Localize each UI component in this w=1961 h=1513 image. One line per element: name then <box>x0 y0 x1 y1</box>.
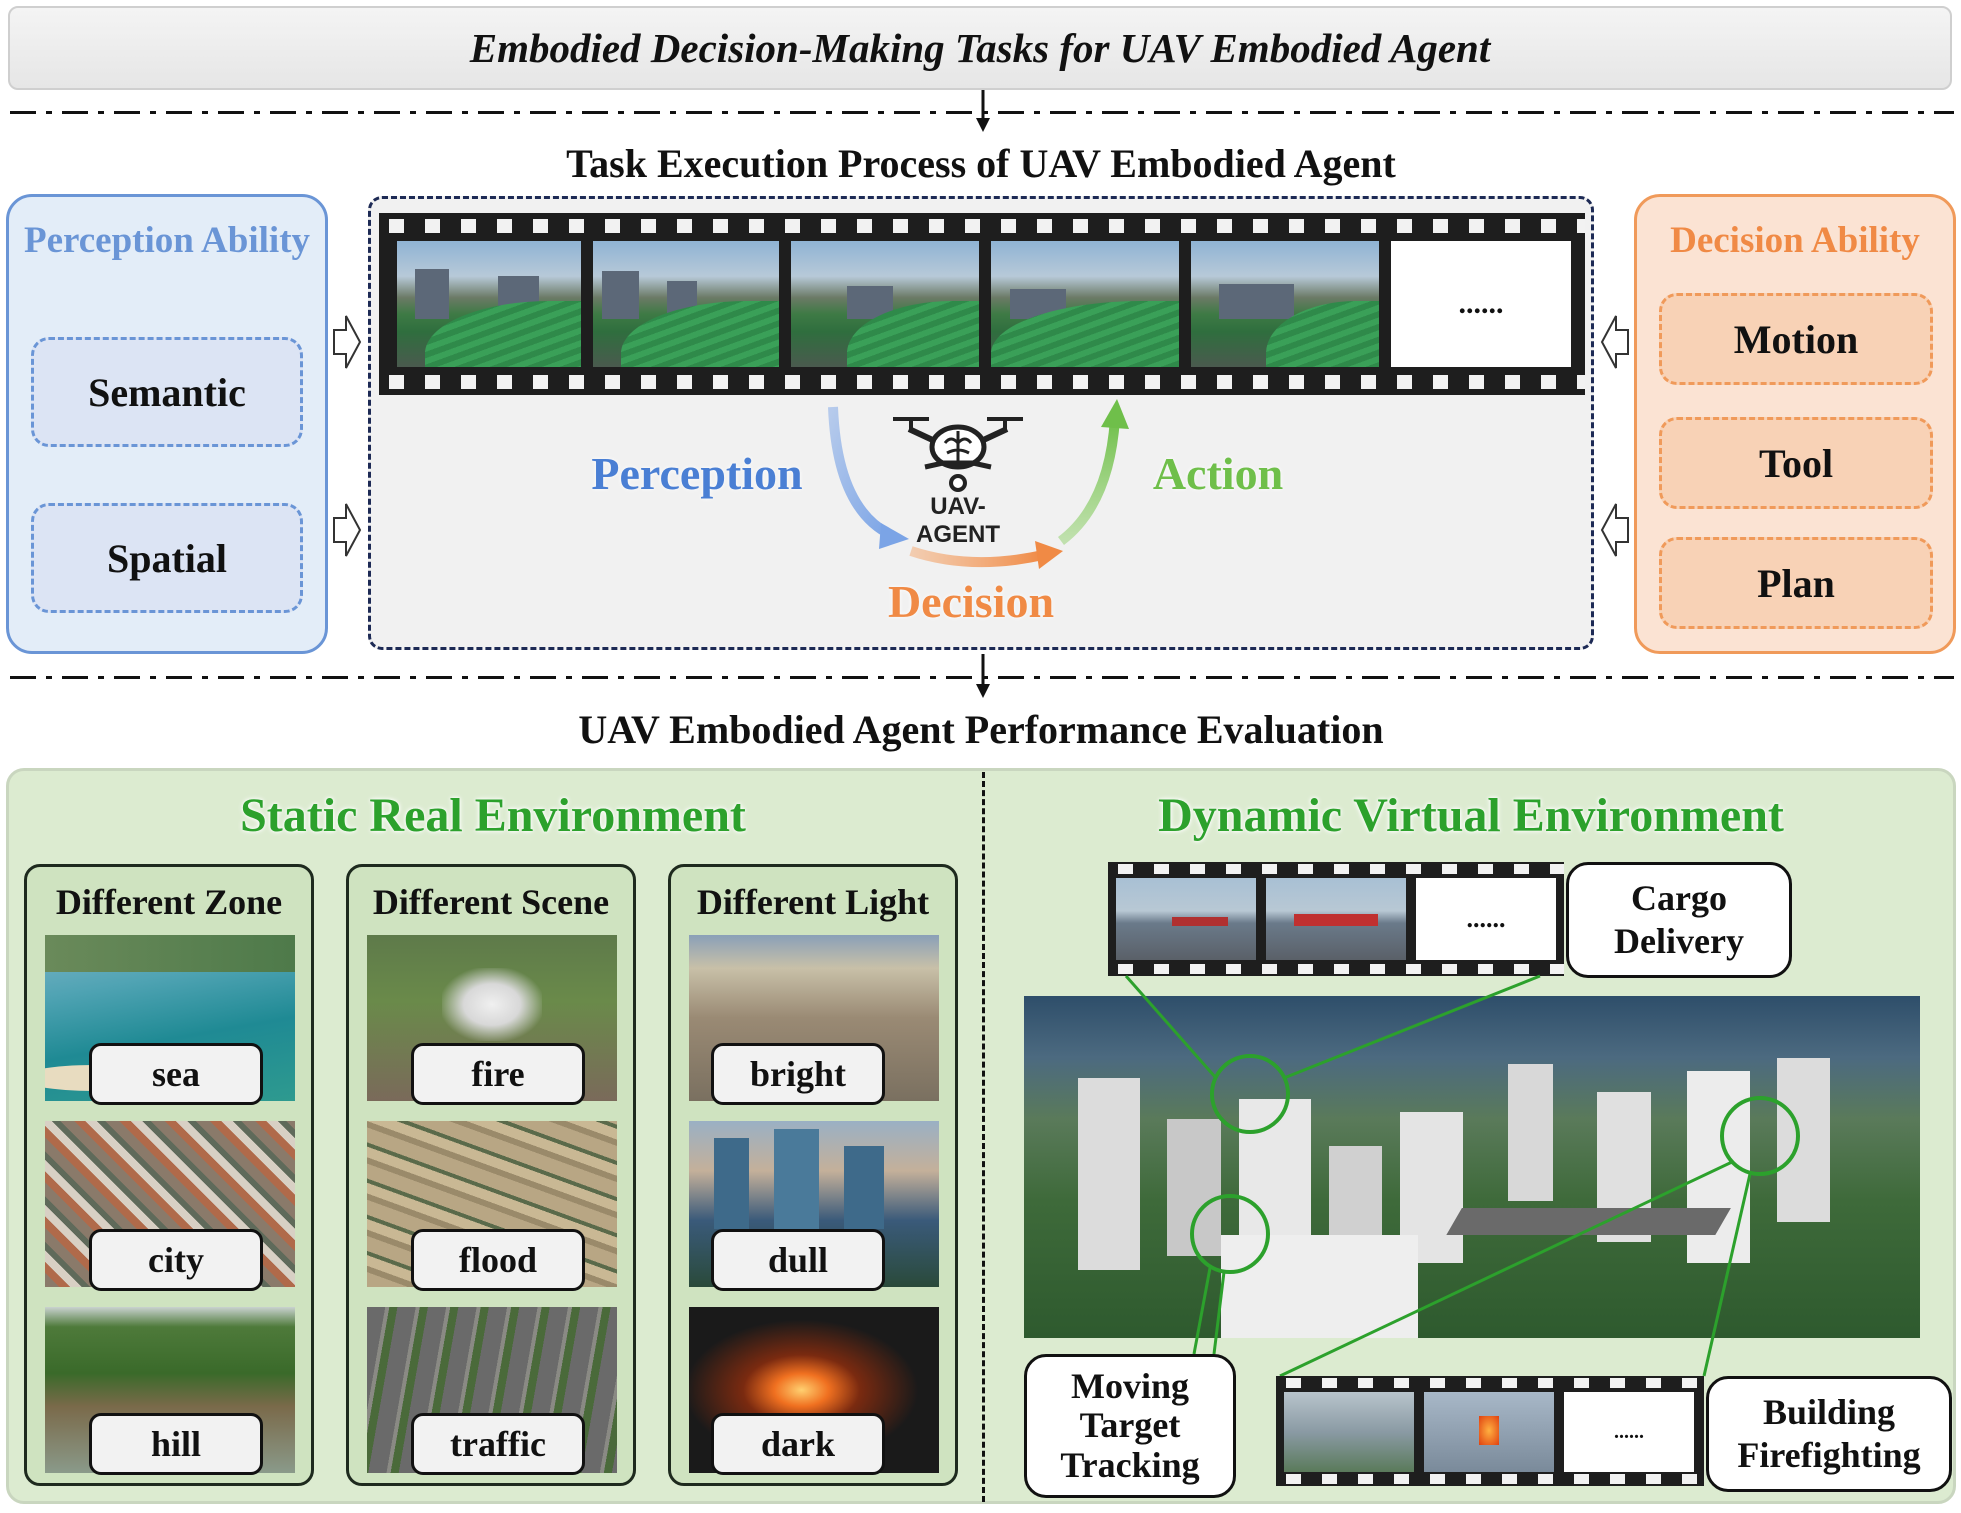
tracking-line1: Moving <box>1070 1365 1189 1406</box>
different-zone-title: Different Zone <box>55 882 283 922</box>
bright-label: bright <box>711 1043 885 1105</box>
firefighting-film-strip: ...... <box>1276 1376 1704 1486</box>
film-strip: ...... <box>379 213 1585 395</box>
semantic-item: Semantic <box>31 337 303 447</box>
firefighting-ellipsis-frame: ...... <box>1564 1392 1694 1472</box>
drone-view-frame <box>593 241 779 367</box>
uav-agent-label: UAV-AGENT <box>916 493 1000 548</box>
different-zone-column: Different Zone sea city hill <box>24 864 314 1486</box>
virtual-city-scene <box>1024 996 1920 1338</box>
dark-label: dark <box>711 1413 885 1475</box>
firefighting-frame <box>1284 1392 1414 1472</box>
arrow-right-icon <box>333 315 362 369</box>
arrow-right-icon <box>333 503 362 557</box>
firefighting-frame <box>1424 1392 1554 1472</box>
plan-item: Plan <box>1659 537 1933 629</box>
moving-target-tracking-label: Moving Target Tracking <box>1024 1354 1236 1498</box>
evaluation-title: UAV Embodied Agent Performance Evaluatio… <box>578 707 1384 752</box>
static-env-title: Static Real Environment <box>240 789 746 842</box>
dynamic-env-title: Dynamic Virtual Environment <box>1158 789 1784 842</box>
traffic-label: traffic <box>411 1413 585 1475</box>
cargo-film-strip: ...... <box>1108 862 1564 976</box>
building-firefighting-label: Building Firefighting <box>1706 1376 1952 1492</box>
different-scene-column: Different Scene fire flood traffic <box>346 864 636 1486</box>
action-label: Action <box>1152 448 1284 499</box>
env-divider <box>982 772 985 1502</box>
different-light-column: Different Light bright dull dark <box>668 864 958 1486</box>
arrow-down-icon <box>976 90 990 132</box>
cargo-line1: Cargo <box>1631 877 1727 918</box>
flood-label: flood <box>411 1229 585 1291</box>
dull-label: dull <box>711 1229 885 1291</box>
execution-box: ...... UAV-AGENT Perception Action Decis… <box>368 196 1594 650</box>
cargo-ellipsis-frame: ...... <box>1416 878 1556 960</box>
decision-ability-title: Decision Ability <box>1670 220 1920 261</box>
cargo-frame <box>1116 878 1256 960</box>
cargo-frame <box>1266 878 1406 960</box>
fire-line1: Building <box>1762 1391 1896 1432</box>
city-label: city <box>89 1229 263 1291</box>
drone-view-frame <box>791 241 979 367</box>
divider-top <box>10 111 1954 114</box>
execution-title: Task Execution Process of UAV Embodied A… <box>566 141 1396 186</box>
cargo-line2: Delivery <box>1614 921 1744 961</box>
cargo-delivery-label: Cargo Delivery <box>1566 862 1792 978</box>
perception-ability-panel: Perception Ability Semantic Spatial <box>6 194 328 654</box>
arrow-left-icon <box>1600 315 1629 369</box>
tool-item: Tool <box>1659 417 1933 509</box>
hill-label: hill <box>89 1413 263 1475</box>
perception-label: Perception <box>591 448 803 499</box>
divider-bottom <box>10 676 1954 679</box>
motion-item: Motion <box>1659 293 1933 385</box>
arrow-down-icon <box>976 654 990 698</box>
drone-view-frame <box>1191 241 1379 367</box>
fire-line2: Firefighting <box>1737 1435 1921 1475</box>
tracking-line2: Target <box>1079 1405 1181 1446</box>
sea-label: sea <box>89 1043 263 1105</box>
perception-decision-action-loop <box>828 399 1129 569</box>
uav-agent-drone-icon <box>893 417 1023 492</box>
tracking-line3: Tracking <box>1060 1444 1200 1485</box>
drone-view-frame <box>991 241 1179 367</box>
spatial-item: Spatial <box>31 503 303 613</box>
arrow-left-icon <box>1600 503 1629 557</box>
fire-label: fire <box>411 1043 585 1105</box>
ellipsis-frame: ...... <box>1391 241 1571 367</box>
decision-label: Decision <box>887 576 1055 627</box>
decision-ability-panel: Decision Ability Motion Tool Plan <box>1634 194 1956 654</box>
drone-view-frame <box>397 241 581 367</box>
header-title: Embodied Decision-Making Tasks for UAV E… <box>8 6 1952 90</box>
different-light-title: Different Light <box>696 882 930 922</box>
different-scene-title: Different Scene <box>372 882 610 922</box>
perception-ability-title: Perception Ability <box>23 220 311 261</box>
